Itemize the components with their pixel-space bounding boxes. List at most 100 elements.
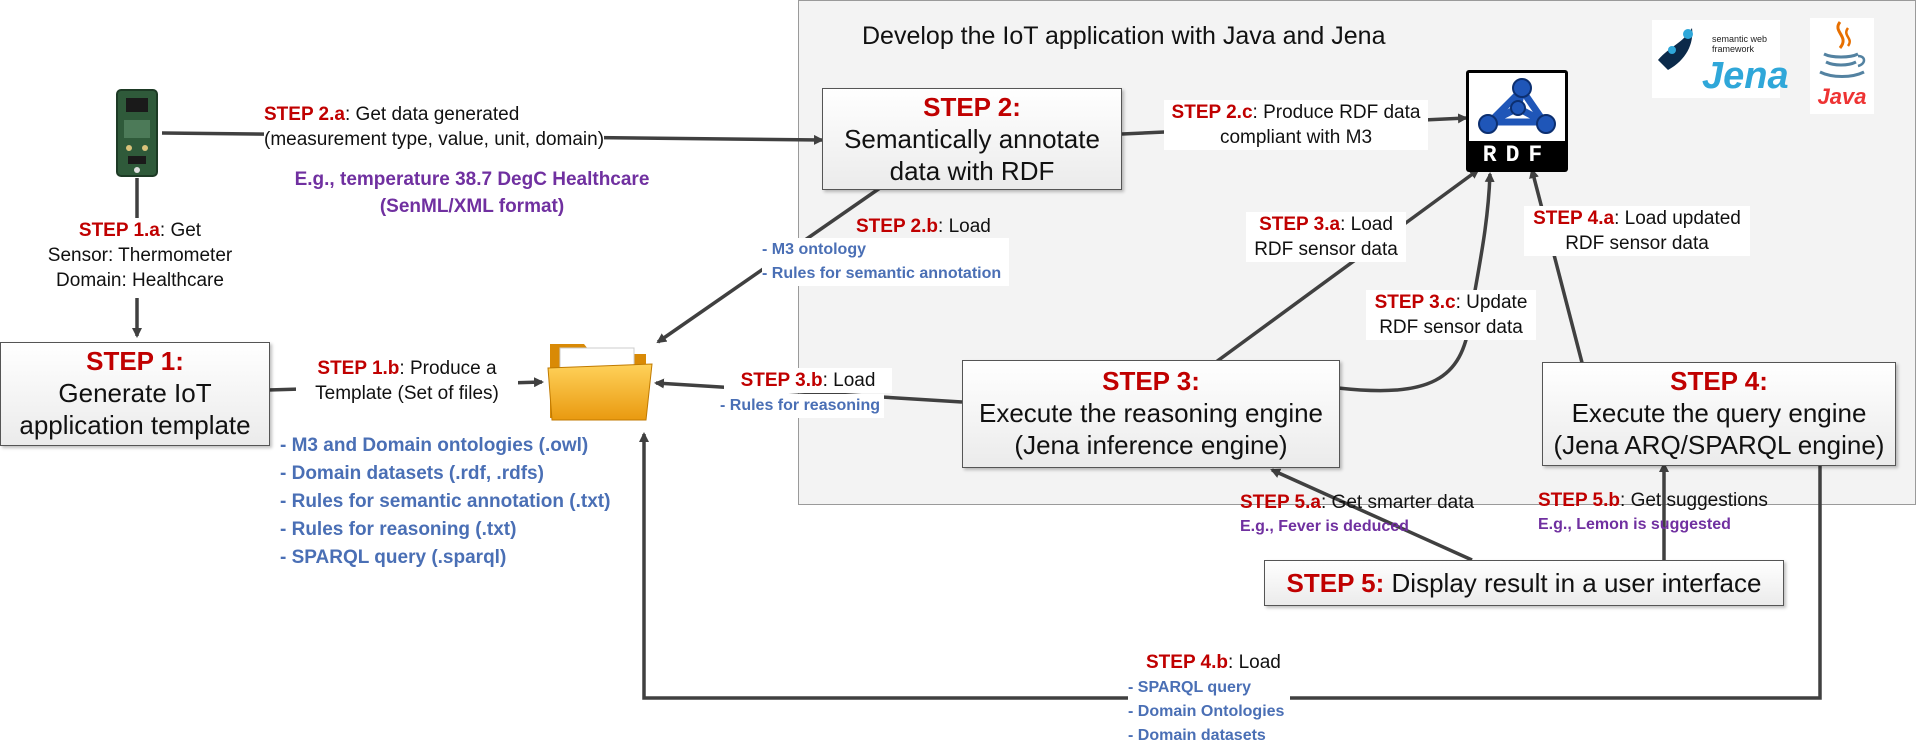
- step2c-text: : Produce RDF data: [1252, 102, 1421, 123]
- folder-icon: [547, 344, 653, 421]
- step1b-tag: STEP 1.b: [317, 358, 400, 379]
- step4-line1: Execute the query engine: [1571, 398, 1867, 428]
- step5-box: STEP 5: Display result in a user interfa…: [1264, 560, 1784, 606]
- label-step2c: STEP 2.c: Produce RDF data compliant wit…: [1164, 100, 1428, 150]
- label-step1b: STEP 1.b: Produce a Template (Set of fil…: [296, 356, 518, 406]
- step1-box: STEP 1: Generate IoT application templat…: [0, 342, 270, 446]
- arrow-3c: [1337, 172, 1495, 393]
- file-list-item: - Domain Ontologies: [1128, 703, 1285, 720]
- step4b-tag: STEP 4.b: [1146, 652, 1229, 673]
- step3-line1: Execute the reasoning engine: [978, 398, 1324, 428]
- rdf-graph-icon: [1469, 73, 1565, 141]
- step3c-text: : Update: [1455, 292, 1528, 313]
- rdf-logo: RDF: [1466, 70, 1568, 172]
- java-cup-icon: [1819, 21, 1866, 78]
- step2b-file-list: - M3 ontology - Rules for semantic annot…: [762, 238, 1010, 286]
- rdf-logo-text: RDF: [1482, 142, 1552, 168]
- step2b-text: : Load: [938, 216, 991, 237]
- step1-line2: application template: [19, 410, 251, 440]
- step1b-line2: Template (Set of files): [315, 383, 499, 404]
- arrow-5a: [1270, 468, 1473, 562]
- step2a-example: E.g., temperature 38.7 DegC Healthcare (…: [262, 166, 682, 220]
- arrow-3a: [1214, 168, 1480, 364]
- label-step4b: STEP 4.b: Load: [1146, 650, 1281, 675]
- step2-line1: Semantically annotate: [844, 124, 1100, 154]
- file-list-item: - Domain datasets (.rdf, .rdfs): [280, 463, 544, 484]
- java-logo: Java: [1810, 18, 1874, 114]
- jena-wordmark: Jena: [1702, 55, 1789, 97]
- step1-title: STEP 1:: [86, 346, 184, 376]
- step3-line2: (Jena inference engine): [1014, 430, 1288, 460]
- step4b-file-list: - SPARQL query - Domain Ontologies - Dom…: [1128, 676, 1291, 748]
- label-step4a: STEP 4.a: Load updated RDF sensor data: [1524, 206, 1750, 256]
- step5b-example: E.g., Lemon is suggested: [1538, 516, 1731, 533]
- step5-text: Display result in a user interface: [1391, 568, 1762, 598]
- step5a-example: E.g., Fever is deduced: [1240, 518, 1409, 535]
- jena-tagline: semantic web framework: [1712, 34, 1768, 54]
- step1a-line3: Domain: Healthcare: [56, 270, 224, 291]
- step5b-tag: STEP 5.b: [1538, 490, 1621, 511]
- step4a-line2: RDF sensor data: [1565, 233, 1709, 254]
- step3b-file-list: - Rules for reasoning: [720, 394, 885, 418]
- label-step5b: STEP 5.b: Get suggestions: [1538, 488, 1768, 513]
- step3c-line2: RDF sensor data: [1379, 317, 1523, 338]
- sensor-device-icon: [116, 89, 158, 177]
- step1a-text: : Get: [159, 220, 202, 241]
- step2c-line2: compliant with M3: [1219, 127, 1373, 148]
- step1b-file-list: - M3 and Domain ontologies (.owl) - Doma…: [280, 432, 610, 572]
- step5b-text: : Get suggestions: [1620, 490, 1768, 511]
- label-step2a: STEP 2.a: Get data generated (measuremen…: [264, 102, 605, 152]
- step4-title: STEP 4:: [1670, 366, 1768, 396]
- step4-line2: (Jena ARQ/SPARQL engine): [1553, 430, 1885, 460]
- step5-title: STEP 5:: [1286, 568, 1385, 598]
- step2c-tag: STEP 2.c: [1171, 102, 1253, 123]
- step2-box: STEP 2: Semantically annotate data with …: [822, 88, 1122, 190]
- step5a-tag: STEP 5.a: [1240, 492, 1321, 513]
- label-step5a: STEP 5.a: Get smarter data: [1240, 490, 1474, 515]
- step1a-tag: STEP 1.a: [78, 220, 160, 241]
- step2a-tag: STEP 2.a: [264, 104, 345, 125]
- label-step3a: STEP 3.a: Load RDF sensor data: [1246, 212, 1406, 262]
- label-step1a: STEP 1.a: Get Sensor: Thermometer Domain…: [20, 218, 260, 293]
- file-list-item: - Rules for reasoning: [720, 397, 881, 414]
- arrow-4a: [1529, 168, 1588, 379]
- step2b-tag: STEP 2.b: [856, 216, 939, 237]
- jena-feather-icon: [1658, 28, 1693, 70]
- file-list-item: - M3 and Domain ontologies (.owl): [280, 435, 589, 456]
- step3a-text: : Load: [1340, 214, 1393, 235]
- step3c-tag: STEP 3.c: [1374, 292, 1456, 313]
- step2-title: STEP 2:: [923, 92, 1021, 122]
- step4b-text: : Load: [1228, 652, 1281, 673]
- step3a-tag: STEP 3.a: [1259, 214, 1341, 235]
- step3-box: STEP 3: Execute the reasoning engine (Je…: [962, 360, 1340, 468]
- step2a-example-line2: (SenML/XML format): [379, 196, 565, 217]
- step3a-line2: RDF sensor data: [1254, 239, 1398, 260]
- step4a-text: : Load updated: [1614, 208, 1741, 229]
- step2a-line2: (measurement type, value, unit, domain): [264, 129, 605, 150]
- step2a-text: : Get data generated: [344, 104, 520, 125]
- label-step2b: STEP 2.b: Load: [856, 214, 991, 239]
- file-list-item: - SPARQL query: [1128, 679, 1251, 696]
- step3b-tag: STEP 3.b: [740, 370, 823, 391]
- file-list-item: - M3 ontology: [762, 241, 866, 258]
- step1-line1: Generate IoT: [58, 378, 212, 408]
- jena-logo: semantic web framework Jena: [1652, 20, 1789, 98]
- step2-line2: data with RDF: [889, 156, 1055, 186]
- file-list-item: - Rules for reasoning (.txt): [280, 519, 517, 540]
- label-step3b: STEP 3.b: Load: [724, 368, 892, 393]
- step5a-text: : Get smarter data: [1320, 492, 1475, 513]
- step4-box: STEP 4: Execute the query engine (Jena A…: [1542, 362, 1896, 466]
- step4a-tag: STEP 4.a: [1533, 208, 1615, 229]
- file-list-item: - Rules for semantic annotation: [762, 265, 1002, 282]
- file-list-item: - Rules for semantic annotation (.txt): [280, 491, 611, 512]
- file-list-item: - SPARQL query (.sparql): [280, 547, 507, 568]
- step2a-example-line1: E.g., temperature 38.7 DegC Healthcare: [294, 169, 650, 190]
- step1b-text: : Produce a: [399, 358, 497, 379]
- step3b-text: : Load: [822, 370, 876, 391]
- java-wordmark: Java: [1817, 84, 1867, 109]
- step1a-line2: Sensor: Thermometer: [47, 245, 233, 266]
- step3-title: STEP 3:: [1102, 366, 1200, 396]
- panel-title: Develop the IoT application with Java an…: [862, 22, 1386, 50]
- label-step3c: STEP 3.c: Update RDF sensor data: [1366, 290, 1536, 340]
- file-list-item: - Domain datasets: [1128, 727, 1266, 744]
